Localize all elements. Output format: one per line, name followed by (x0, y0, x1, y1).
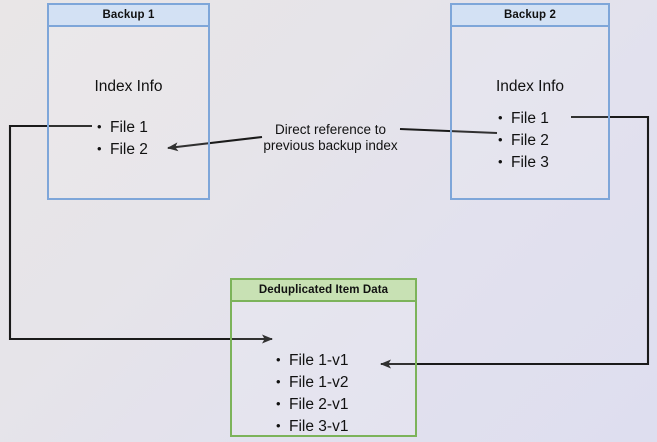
deduplicated-item-data-box[interactable]: Deduplicated Item Data File 1-v1 File 1-… (230, 278, 417, 437)
backup-2-file-item: File 1 (498, 107, 549, 130)
connector-backup1-file1-to-dedup-file1v1 (8, 124, 273, 344)
direct-reference-annotation: Direct reference to previous backup inde… (258, 122, 403, 154)
backup-2-file-item: File 3 (498, 151, 549, 174)
deduplicated-item-data-header: Deduplicated Item Data (232, 280, 415, 302)
backup-2-index-info-label: Index Info (495, 78, 565, 95)
backup-2-file-item: File 2 (498, 129, 549, 152)
backup-1-file-item: File 2 (97, 138, 148, 161)
dedup-file-item: File 2-v1 (276, 393, 348, 416)
backup-1-header: Backup 1 (49, 5, 208, 27)
backup-1-file-item: File 1 (97, 116, 148, 139)
backup-1-body: Index Info File 1 File 2 (49, 27, 208, 198)
dedup-file-item: File 3-v1 (276, 415, 348, 438)
connector-backup2-file2-to-annotation (399, 127, 498, 135)
deduplicated-item-data-body: File 1-v1 File 1-v2 File 2-v1 File 3-v1 (232, 302, 415, 438)
direct-reference-annotation-line-1: Direct reference to (274, 122, 387, 137)
backup-2-box[interactable]: Backup 2 Index Info File 1 File 2 File 3 (450, 3, 610, 200)
backup-1-box[interactable]: Backup 1 Index Info File 1 File 2 (47, 3, 210, 200)
backup-1-index-info-label: Index Info (94, 78, 163, 95)
dedup-file-item: File 1-v2 (276, 371, 348, 394)
backup-2-body: Index Info File 1 File 2 File 3 (452, 27, 608, 198)
dedup-file-item: File 1-v1 (276, 349, 348, 372)
direct-reference-annotation-line-2: previous backup index (263, 138, 398, 153)
connector-annotation-to-backup1-file2 (167, 135, 263, 152)
dedup-file-list: File 1-v1 File 1-v2 File 2-v1 File 3-v1 (276, 349, 348, 438)
backup-1-file-list: File 1 File 2 (97, 116, 148, 161)
backup-2-header: Backup 2 (452, 5, 608, 27)
backup-2-file-list: File 1 File 2 File 3 (498, 107, 549, 174)
